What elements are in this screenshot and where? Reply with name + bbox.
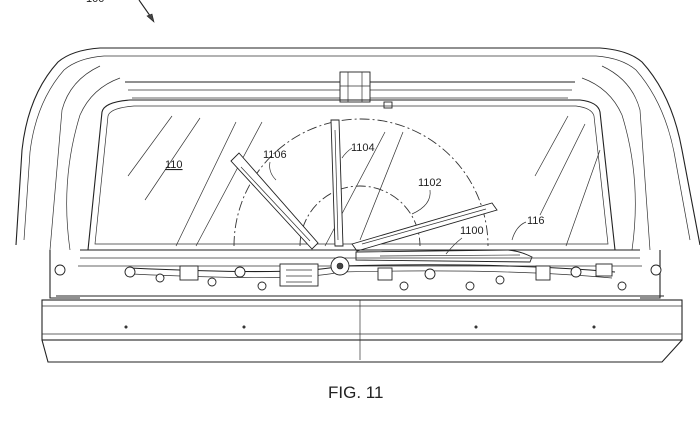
- wiper-arm-1104-detail: [334, 129, 339, 241]
- wiper-sweep-arc: [233, 118, 489, 247]
- bumper-lower: [41, 339, 683, 363]
- wiper-arm-1102-detail: [361, 208, 487, 245]
- leader-1106: [269, 161, 277, 181]
- leader-1104: [341, 147, 353, 159]
- bumper-panel: [41, 299, 683, 341]
- frame-side-right: [601, 65, 651, 251]
- reference-arrow-head: [146, 13, 155, 23]
- leader-116: [511, 221, 527, 241]
- bumper-dots: [124, 325, 596, 329]
- label-110: 110: [165, 159, 183, 171]
- frame-curve-right: [581, 77, 636, 251]
- frame-side-left: [49, 65, 101, 251]
- center-bracket-detail: [340, 72, 370, 102]
- figure-caption: FIG. 11: [328, 383, 383, 402]
- cowl-right-end: [640, 250, 661, 299]
- frame-curve-left: [66, 77, 121, 251]
- wiper-sweep-arc-inner: [299, 185, 421, 247]
- fastener-row: [54, 263, 662, 291]
- wiper-arm-1102: [351, 202, 498, 252]
- header-light: [383, 101, 393, 109]
- wiper-pivot-center: [336, 262, 344, 270]
- label-1100: 1100: [460, 225, 484, 237]
- leader-1102: [411, 189, 431, 215]
- wiper-motor-detail: [286, 269, 312, 283]
- label-1104: 1104: [351, 142, 375, 154]
- reflection-lines: [127, 115, 601, 247]
- wiper-arm-1100-detail: [379, 254, 521, 257]
- label-1106: 1106: [263, 149, 287, 161]
- center-bracket: [339, 71, 371, 103]
- wiper-motor: [279, 263, 319, 287]
- wiper-arm-1106-detail: [240, 166, 311, 242]
- label-116: 116: [527, 215, 545, 227]
- cowl-left-end: [49, 250, 80, 299]
- wiper-arm-1104: [330, 119, 344, 247]
- outer-frame: [15, 47, 700, 246]
- windshield-glass-inner: [94, 105, 609, 245]
- wiper-arm-1106: [230, 152, 319, 250]
- label-1102: 1102: [418, 177, 442, 189]
- leader-1100: [445, 237, 463, 255]
- reference-label-100: 100: [86, 0, 104, 5]
- outer-frame-inner: [23, 55, 691, 241]
